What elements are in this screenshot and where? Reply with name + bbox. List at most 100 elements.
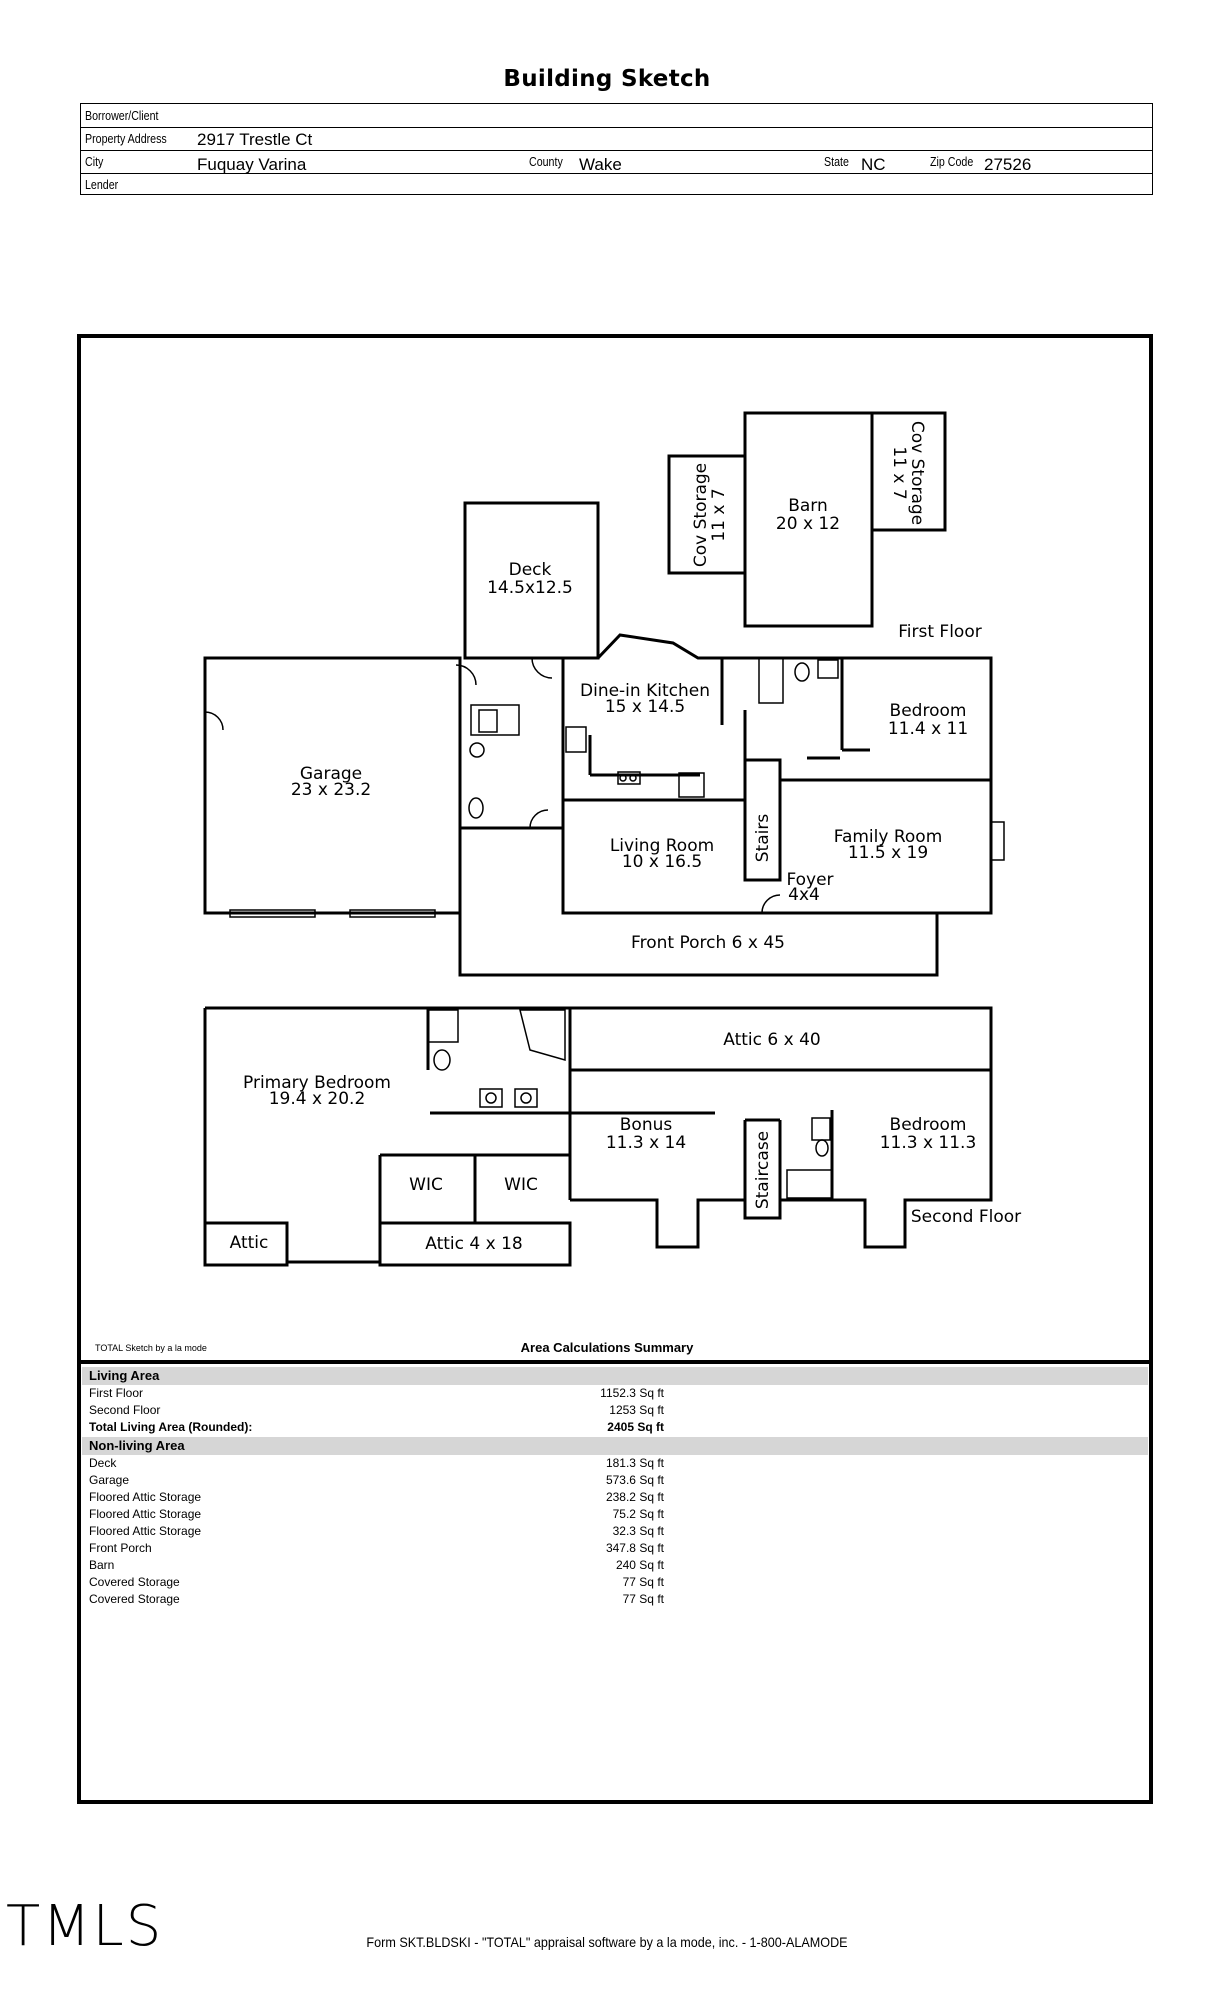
state-label: State bbox=[824, 154, 849, 169]
cov-storage-left-name: Cov Storage bbox=[691, 463, 711, 567]
total-label: Total Living Area (Rounded): bbox=[89, 1420, 253, 1434]
row-label: Covered Storage bbox=[89, 1592, 180, 1606]
row-label: Second Floor bbox=[89, 1403, 161, 1417]
second-floor-label: Second Floor bbox=[911, 1207, 1021, 1227]
stairs-name: Stairs bbox=[753, 814, 773, 863]
table-row: Garage 573.6 Sq ft bbox=[89, 1472, 1129, 1489]
borrower-row: Borrower/Client bbox=[81, 104, 1152, 127]
address-value: 2917 Trestle Ct bbox=[197, 130, 313, 149]
property-info-table: Borrower/Client Property Address 2917 Tr… bbox=[80, 103, 1153, 195]
sketch-frame bbox=[77, 334, 1153, 1804]
borrower-label: Borrower/Client bbox=[85, 108, 159, 123]
zip-value: 27526 bbox=[984, 155, 1032, 174]
lender-row: Lender bbox=[81, 173, 1152, 197]
garage-name: Garage bbox=[300, 764, 362, 784]
row-label: Floored Attic Storage bbox=[89, 1490, 202, 1504]
deck-name: Deck bbox=[509, 560, 552, 580]
barn-dims: 20 x 12 bbox=[776, 514, 840, 534]
attic640-name: Attic 6 x 40 bbox=[723, 1030, 820, 1050]
row-label: Deck bbox=[89, 1456, 117, 1470]
staircase-name: Staircase bbox=[753, 1131, 773, 1209]
bedroom1-dims: 11.4 x 11 bbox=[888, 719, 968, 739]
zip-label: Zip Code bbox=[930, 154, 974, 169]
family-name: Family Room bbox=[834, 827, 943, 847]
row-label: Covered Storage bbox=[89, 1575, 180, 1589]
row-value: 573.6 Sq ft bbox=[605, 1473, 664, 1487]
total-value: 2405 Sq ft bbox=[607, 1420, 664, 1434]
table-row: First Floor 1152.3 Sq ft bbox=[89, 1385, 1129, 1402]
row-label: Garage bbox=[89, 1473, 130, 1487]
first-floor-label: First Floor bbox=[898, 622, 981, 642]
row-label: Front Porch bbox=[89, 1541, 152, 1555]
primary-name: Primary Bedroom bbox=[243, 1073, 391, 1093]
sketch-credit: TOTAL Sketch by a la mode bbox=[95, 1343, 207, 1353]
barn-name: Barn bbox=[788, 496, 828, 516]
kitchen-dims: 15 x 14.5 bbox=[605, 697, 685, 717]
row-value: 238.2 Sq ft bbox=[605, 1490, 664, 1504]
table-row: Barn 240 Sq ft bbox=[89, 1557, 1129, 1574]
nonliving-area-header: Non-living Area bbox=[82, 1437, 1148, 1455]
row-value: 32.3 Sq ft bbox=[612, 1524, 664, 1538]
cov-storage-right-name: Cov Storage bbox=[907, 421, 927, 525]
wic1-name: WIC bbox=[409, 1175, 443, 1195]
kitchen-name: Dine-in Kitchen bbox=[580, 681, 710, 701]
garage-dims: 23 x 23.2 bbox=[291, 780, 371, 800]
attic418-name: Attic 4 x 18 bbox=[425, 1234, 522, 1254]
table-row: Covered Storage 77 Sq ft bbox=[89, 1591, 1129, 1608]
county-label: County bbox=[529, 154, 563, 169]
primary-dims: 19.4 x 20.2 bbox=[269, 1089, 366, 1109]
bedroom2-dims: 11.3 x 11.3 bbox=[880, 1133, 977, 1153]
city-label: City bbox=[85, 154, 104, 169]
cov-storage-left-dims: 11 x 7 bbox=[709, 488, 729, 541]
family-dims: 11.5 x 19 bbox=[848, 843, 928, 863]
form-footer: Form SKT.BLDSKI - "TOTAL" appraisal soft… bbox=[366, 1934, 848, 1950]
living-name: Living Room bbox=[610, 836, 714, 856]
table-row: Floored Attic Storage 75.2 Sq ft bbox=[89, 1506, 1129, 1523]
city-row: City Fuquay Varina County Wake State NC … bbox=[81, 150, 1152, 174]
row-value: 181.3 Sq ft bbox=[605, 1456, 664, 1470]
total-row: Total Living Area (Rounded): 2405 Sq ft bbox=[89, 1419, 1129, 1436]
state-value: NC bbox=[861, 155, 886, 174]
bedroom1-name: Bedroom bbox=[890, 701, 967, 721]
row-label: Floored Attic Storage bbox=[89, 1524, 202, 1538]
row-label: Floored Attic Storage bbox=[89, 1507, 202, 1521]
stairs-outline bbox=[743, 758, 782, 882]
address-row: Property Address 2917 Trestle Ct bbox=[81, 127, 1152, 151]
foyer-dims: 4x4 bbox=[788, 885, 820, 905]
attic-name: Attic bbox=[230, 1233, 269, 1253]
table-row: Deck 181.3 Sq ft bbox=[89, 1455, 1129, 1472]
summary-divider bbox=[77, 1360, 1153, 1364]
row-value: 77 Sq ft bbox=[622, 1592, 664, 1606]
row-value: 240 Sq ft bbox=[615, 1558, 664, 1572]
table-row: Covered Storage 77 Sq ft bbox=[89, 1574, 1129, 1591]
deck-dims: 14.5x12.5 bbox=[487, 578, 573, 598]
living-dims: 10 x 16.5 bbox=[622, 852, 702, 872]
table-row: Front Porch 347.8 Sq ft bbox=[89, 1540, 1129, 1557]
foyer-name: Foyer bbox=[786, 870, 833, 890]
row-value: 1152.3 Sq ft bbox=[600, 1386, 664, 1400]
row-value: 347.8 Sq ft bbox=[605, 1541, 664, 1555]
living-area-header: Living Area bbox=[82, 1367, 1148, 1385]
address-label: Property Address bbox=[85, 131, 167, 146]
row-value: 75.2 Sq ft bbox=[612, 1507, 664, 1521]
row-value: 1253 Sq ft bbox=[609, 1403, 664, 1417]
wic2-name: WIC bbox=[504, 1175, 538, 1195]
cov-storage-right-dims: 11 x 7 bbox=[889, 446, 909, 499]
tmls-logo: TMLS bbox=[6, 1894, 164, 1959]
row-label: First Floor bbox=[89, 1386, 143, 1400]
table-row: Floored Attic Storage 238.2 Sq ft bbox=[89, 1489, 1129, 1506]
row-value: 77 Sq ft bbox=[622, 1575, 664, 1589]
city-value: Fuquay Varina bbox=[197, 155, 307, 174]
bedroom2-name: Bedroom bbox=[890, 1115, 967, 1135]
summary-title: Area Calculations Summary bbox=[520, 1340, 694, 1355]
table-row: Floored Attic Storage 32.3 Sq ft bbox=[89, 1523, 1129, 1540]
county-value: Wake bbox=[579, 155, 622, 174]
cov-storage-right-outline bbox=[870, 411, 947, 532]
floor-plan-sketch: Cov Storage 11 x 7 Barn 20 x 12 Cov Stor… bbox=[203, 411, 1021, 1267]
bonus-name: Bonus bbox=[620, 1115, 673, 1135]
bonus-dims: 11.3 x 14 bbox=[606, 1133, 686, 1153]
table-row: Second Floor 1253 Sq ft bbox=[89, 1402, 1129, 1419]
lender-label: Lender bbox=[85, 177, 119, 192]
porch-name: Front Porch 6 x 45 bbox=[631, 933, 785, 953]
row-label: Barn bbox=[89, 1558, 115, 1572]
